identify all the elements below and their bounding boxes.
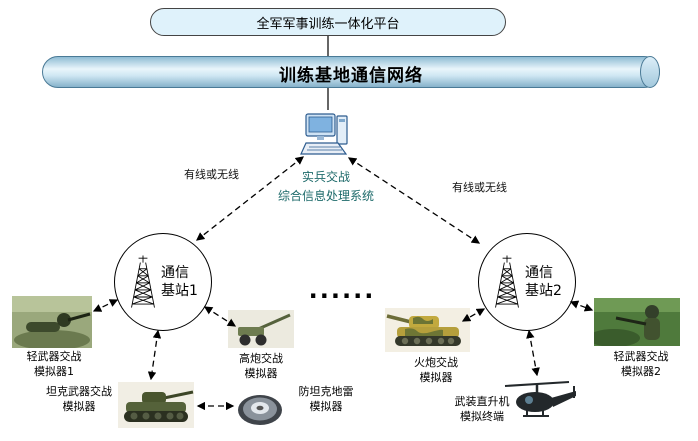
light-weapon-simulator-2-image <box>594 298 680 346</box>
link-station1-tank <box>147 329 162 381</box>
link-station2-light-weapon-2 <box>569 300 594 312</box>
network-bus: 训练基地通信网络 <box>42 56 660 88</box>
link-station2-helicopter <box>526 329 540 377</box>
base-station-2-label: 通信 基站2 <box>525 264 562 299</box>
link-type-label-right: 有线或无线 <box>452 181 507 194</box>
aa-gun-icon <box>228 310 294 348</box>
tank-simulator-image <box>118 382 194 428</box>
light-weapon-simulator-1-image <box>12 296 92 348</box>
tank-icon <box>118 382 194 428</box>
artillery-simulator-image <box>385 308 470 352</box>
mine-icon <box>238 395 282 425</box>
mine-simulator-image <box>236 390 284 428</box>
network-bus-end-cap <box>640 56 660 88</box>
network-bus-label: 训练基地通信网络 <box>279 66 423 86</box>
base-station-2: 通信 基站2 <box>478 233 576 331</box>
ellipsis-separator: ...... <box>308 276 376 304</box>
mine-simulator-label: 防坦克地雷 模拟器 <box>298 385 354 413</box>
link-station1-light-weapon-1 <box>92 299 119 312</box>
platform-label: 全军军事训练一体化平台 <box>256 16 400 32</box>
tank-simulator-label: 坦克武器交战 模拟器 <box>46 385 112 413</box>
network-bus-body <box>42 56 660 88</box>
link-type-label-left: 有线或无线 <box>184 168 239 181</box>
processing-system-label: 实兵交战 综合信息处理系统 <box>277 170 374 203</box>
soldier-standing-icon <box>594 298 680 346</box>
computer-icon <box>300 113 348 155</box>
helicopter-icon <box>504 381 576 417</box>
antenna-tower-icon <box>131 255 155 308</box>
base-station-1-label: 通信 基站1 <box>161 264 198 299</box>
antenna-tower-icon <box>495 255 519 308</box>
processing-system-node <box>300 110 352 162</box>
aa-gun-simulator-image <box>228 310 294 348</box>
artillery-icon <box>385 308 470 352</box>
platform-box: 全军军事训练一体化平台 <box>150 8 506 36</box>
helicopter-terminal-image <box>503 378 578 434</box>
soldier-prone-icon <box>12 296 92 348</box>
helicopter-terminal-label: 武装直升机 模拟终端 <box>454 395 510 423</box>
light-weapon-simulator-2-label: 轻武器交战 模拟器2 <box>613 350 669 378</box>
light-weapon-simulator-1-label: 轻武器交战 模拟器1 <box>26 350 82 378</box>
artillery-simulator-label: 火炮交战 模拟器 <box>414 356 458 384</box>
aa-gun-simulator-label: 高炮交战 模拟器 <box>239 352 283 380</box>
base-station-1: 通信 基站1 <box>114 233 212 331</box>
